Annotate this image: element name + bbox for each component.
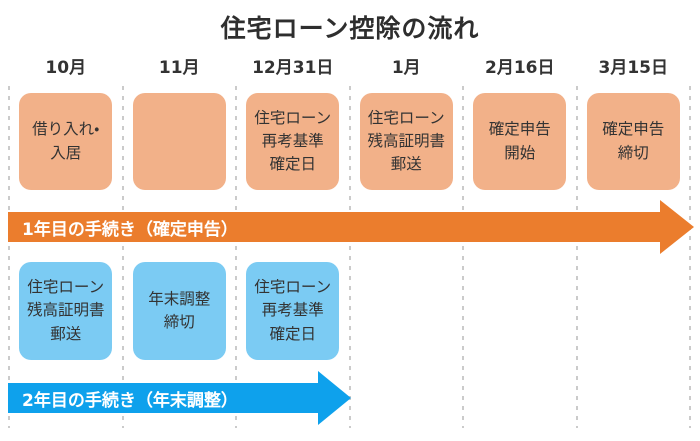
year2-arrow-head-icon: [318, 371, 351, 425]
timeline-gridline: [462, 86, 464, 428]
month-label-january: 1月: [391, 58, 421, 78]
year1-arrow-shaft: 1年目の手続き（確定申告）: [8, 212, 660, 242]
month-label-february-16: 2月16日: [485, 58, 555, 78]
step-box-borrowing-movein: 借り入れ・ 入居: [19, 93, 113, 190]
year2-arrow-label: 2年目の手続き（年末調整）: [22, 390, 238, 411]
timeline-gridline: [235, 86, 237, 428]
step-box-loan-basis-fixed-date: 住宅ローン 再考基準 確定日: [246, 93, 340, 190]
year1-arrow-head-icon: [660, 200, 694, 254]
month-label-november: 11月: [158, 58, 200, 78]
timeline-gridline: [122, 86, 124, 428]
month-header-row: 10月 11月 12月31日 1月 2月16日 3月15日: [9, 53, 690, 78]
step-box-balance-certificate: 住宅ローン 残高証明書 郵送: [359, 93, 453, 190]
year1-arrow-label: 1年目の手続き（確定申告）: [22, 219, 238, 240]
step-box-tax-filing-deadline: 確定申告 締切: [586, 93, 680, 190]
step-box-yearend-adjust-deadline: 年末調整 締切: [132, 262, 226, 360]
year1-step-row: 借り入れ・ 入居 住宅ローン 再考基準 確定日 住宅ローン 残高証明書 郵送 確…: [9, 93, 690, 190]
step-box-balance-certificate-y2: 住宅ローン 残高証明書 郵送: [19, 262, 113, 360]
month-label-october: 10月: [45, 58, 87, 78]
page-title: 住宅ローン控除の流れ: [220, 14, 480, 43]
timeline-gridline: [8, 86, 10, 428]
month-label-march-15: 3月15日: [598, 58, 669, 78]
timeline-gridline: [576, 86, 578, 428]
year2-step-row: 住宅ローン 残高証明書 郵送 年末調整 締切 住宅ローン 再考基準 確定日: [9, 262, 690, 360]
step-box-november-empty: [132, 93, 226, 190]
year2-arrow-shaft: 2年目の手続き（年末調整）: [8, 383, 318, 413]
year2-progress-arrow: 2年目の手続き（年末調整）: [8, 371, 351, 425]
timeline-gridline: [689, 86, 691, 428]
year1-progress-arrow: 1年目の手続き（確定申告）: [8, 200, 694, 254]
step-box-tax-filing-start: 確定申告 開始: [473, 93, 567, 190]
step-box-loan-basis-fixed-date-y2: 住宅ローン 再考基準 確定日: [246, 262, 340, 360]
month-label-december-31: 12月31日: [252, 58, 334, 78]
timeline-gridline: [349, 86, 351, 428]
